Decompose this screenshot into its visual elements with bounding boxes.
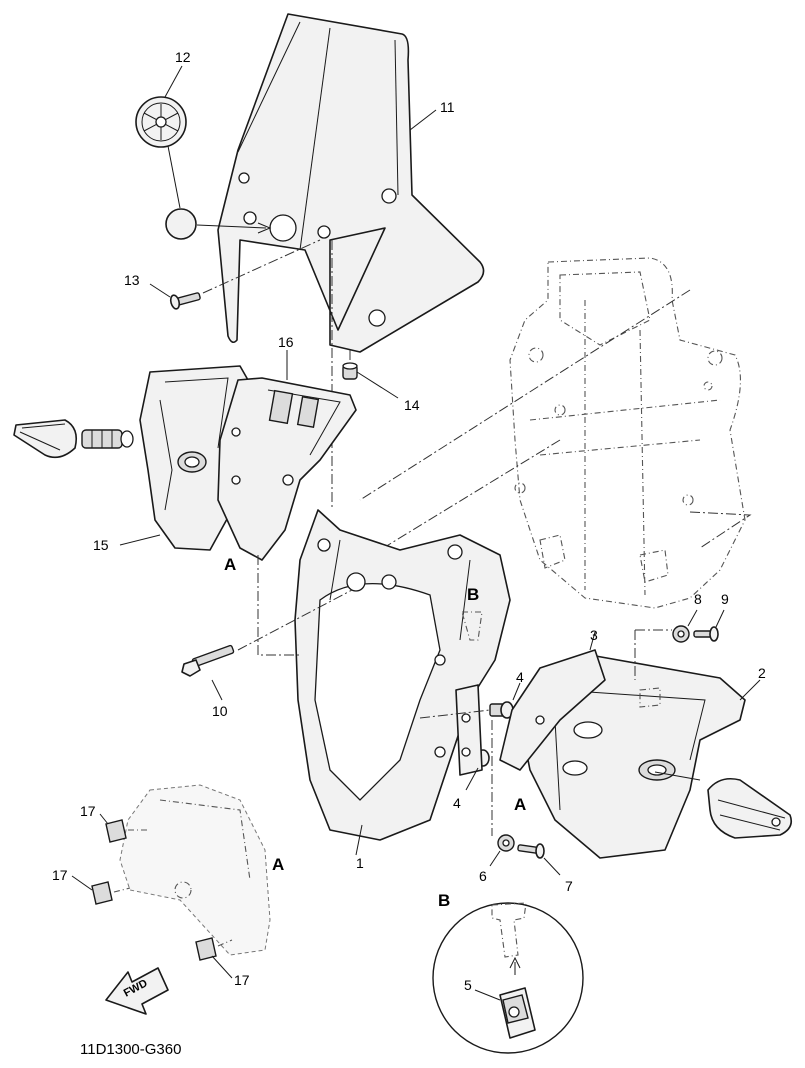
view-marker-a-right: A <box>514 795 526 814</box>
view-marker-b-detail: B <box>438 891 450 910</box>
screw-13 <box>169 292 201 310</box>
nut-clip-5 <box>499 987 536 1039</box>
damper-pad-upper <box>105 819 127 843</box>
callout-17-upper: 17 <box>80 803 96 819</box>
left-turn-signal <box>13 419 134 459</box>
bracket <box>455 684 483 776</box>
callout-15: 15 <box>93 537 109 553</box>
callout-13: 13 <box>124 272 140 288</box>
inner-panel <box>217 377 357 561</box>
bolt-10 <box>181 644 235 677</box>
view-marker-a-detail: A <box>272 855 284 874</box>
bolt-4-upper <box>489 701 514 719</box>
callout-2: 2 <box>758 665 766 681</box>
detail-b-circle <box>432 902 584 1054</box>
callout-11: 11 <box>440 99 455 115</box>
screw-9 <box>693 626 719 642</box>
windshield <box>217 13 485 353</box>
screw-7 <box>517 843 545 859</box>
callout-4-lower: 4 <box>453 795 461 811</box>
view-marker-b-main: B <box>467 585 479 604</box>
callout-3: 3 <box>590 627 598 643</box>
damper-pad-middle <box>91 881 113 905</box>
right-turn-signal <box>707 777 793 839</box>
emblem <box>135 96 187 148</box>
callout-17-lower: 17 <box>234 972 250 988</box>
collar-14 <box>342 362 358 380</box>
callout-4-upper: 4 <box>516 669 524 685</box>
damper-pad-lower <box>195 937 217 961</box>
callout-17-middle: 17 <box>52 867 68 883</box>
detail-a-ghost-cover <box>119 784 271 956</box>
callout-6: 6 <box>479 868 487 884</box>
callout-7: 7 <box>565 878 573 894</box>
emblem-arrow <box>196 224 267 229</box>
inner-right-panel <box>499 649 606 771</box>
callout-10: 10 <box>212 703 228 719</box>
collar-8 <box>672 625 690 643</box>
emblem-adhesive <box>165 208 197 240</box>
headlight-stay-ghost <box>509 257 746 609</box>
view-marker-a-left: A <box>224 555 236 574</box>
fwd-arrow-icon: FWD <box>105 967 169 1015</box>
callout-5: 5 <box>464 977 472 993</box>
front-cowl <box>294 509 511 841</box>
callout-12: 12 <box>175 49 191 65</box>
callout-9: 9 <box>721 591 729 607</box>
callout-1: 1 <box>356 855 364 871</box>
callout-14: 14 <box>404 397 420 413</box>
callout-8: 8 <box>694 591 702 607</box>
figure-code: 11D1300-G360 <box>80 1041 181 1058</box>
collar-6 <box>497 834 515 852</box>
callout-16: 16 <box>278 334 294 350</box>
